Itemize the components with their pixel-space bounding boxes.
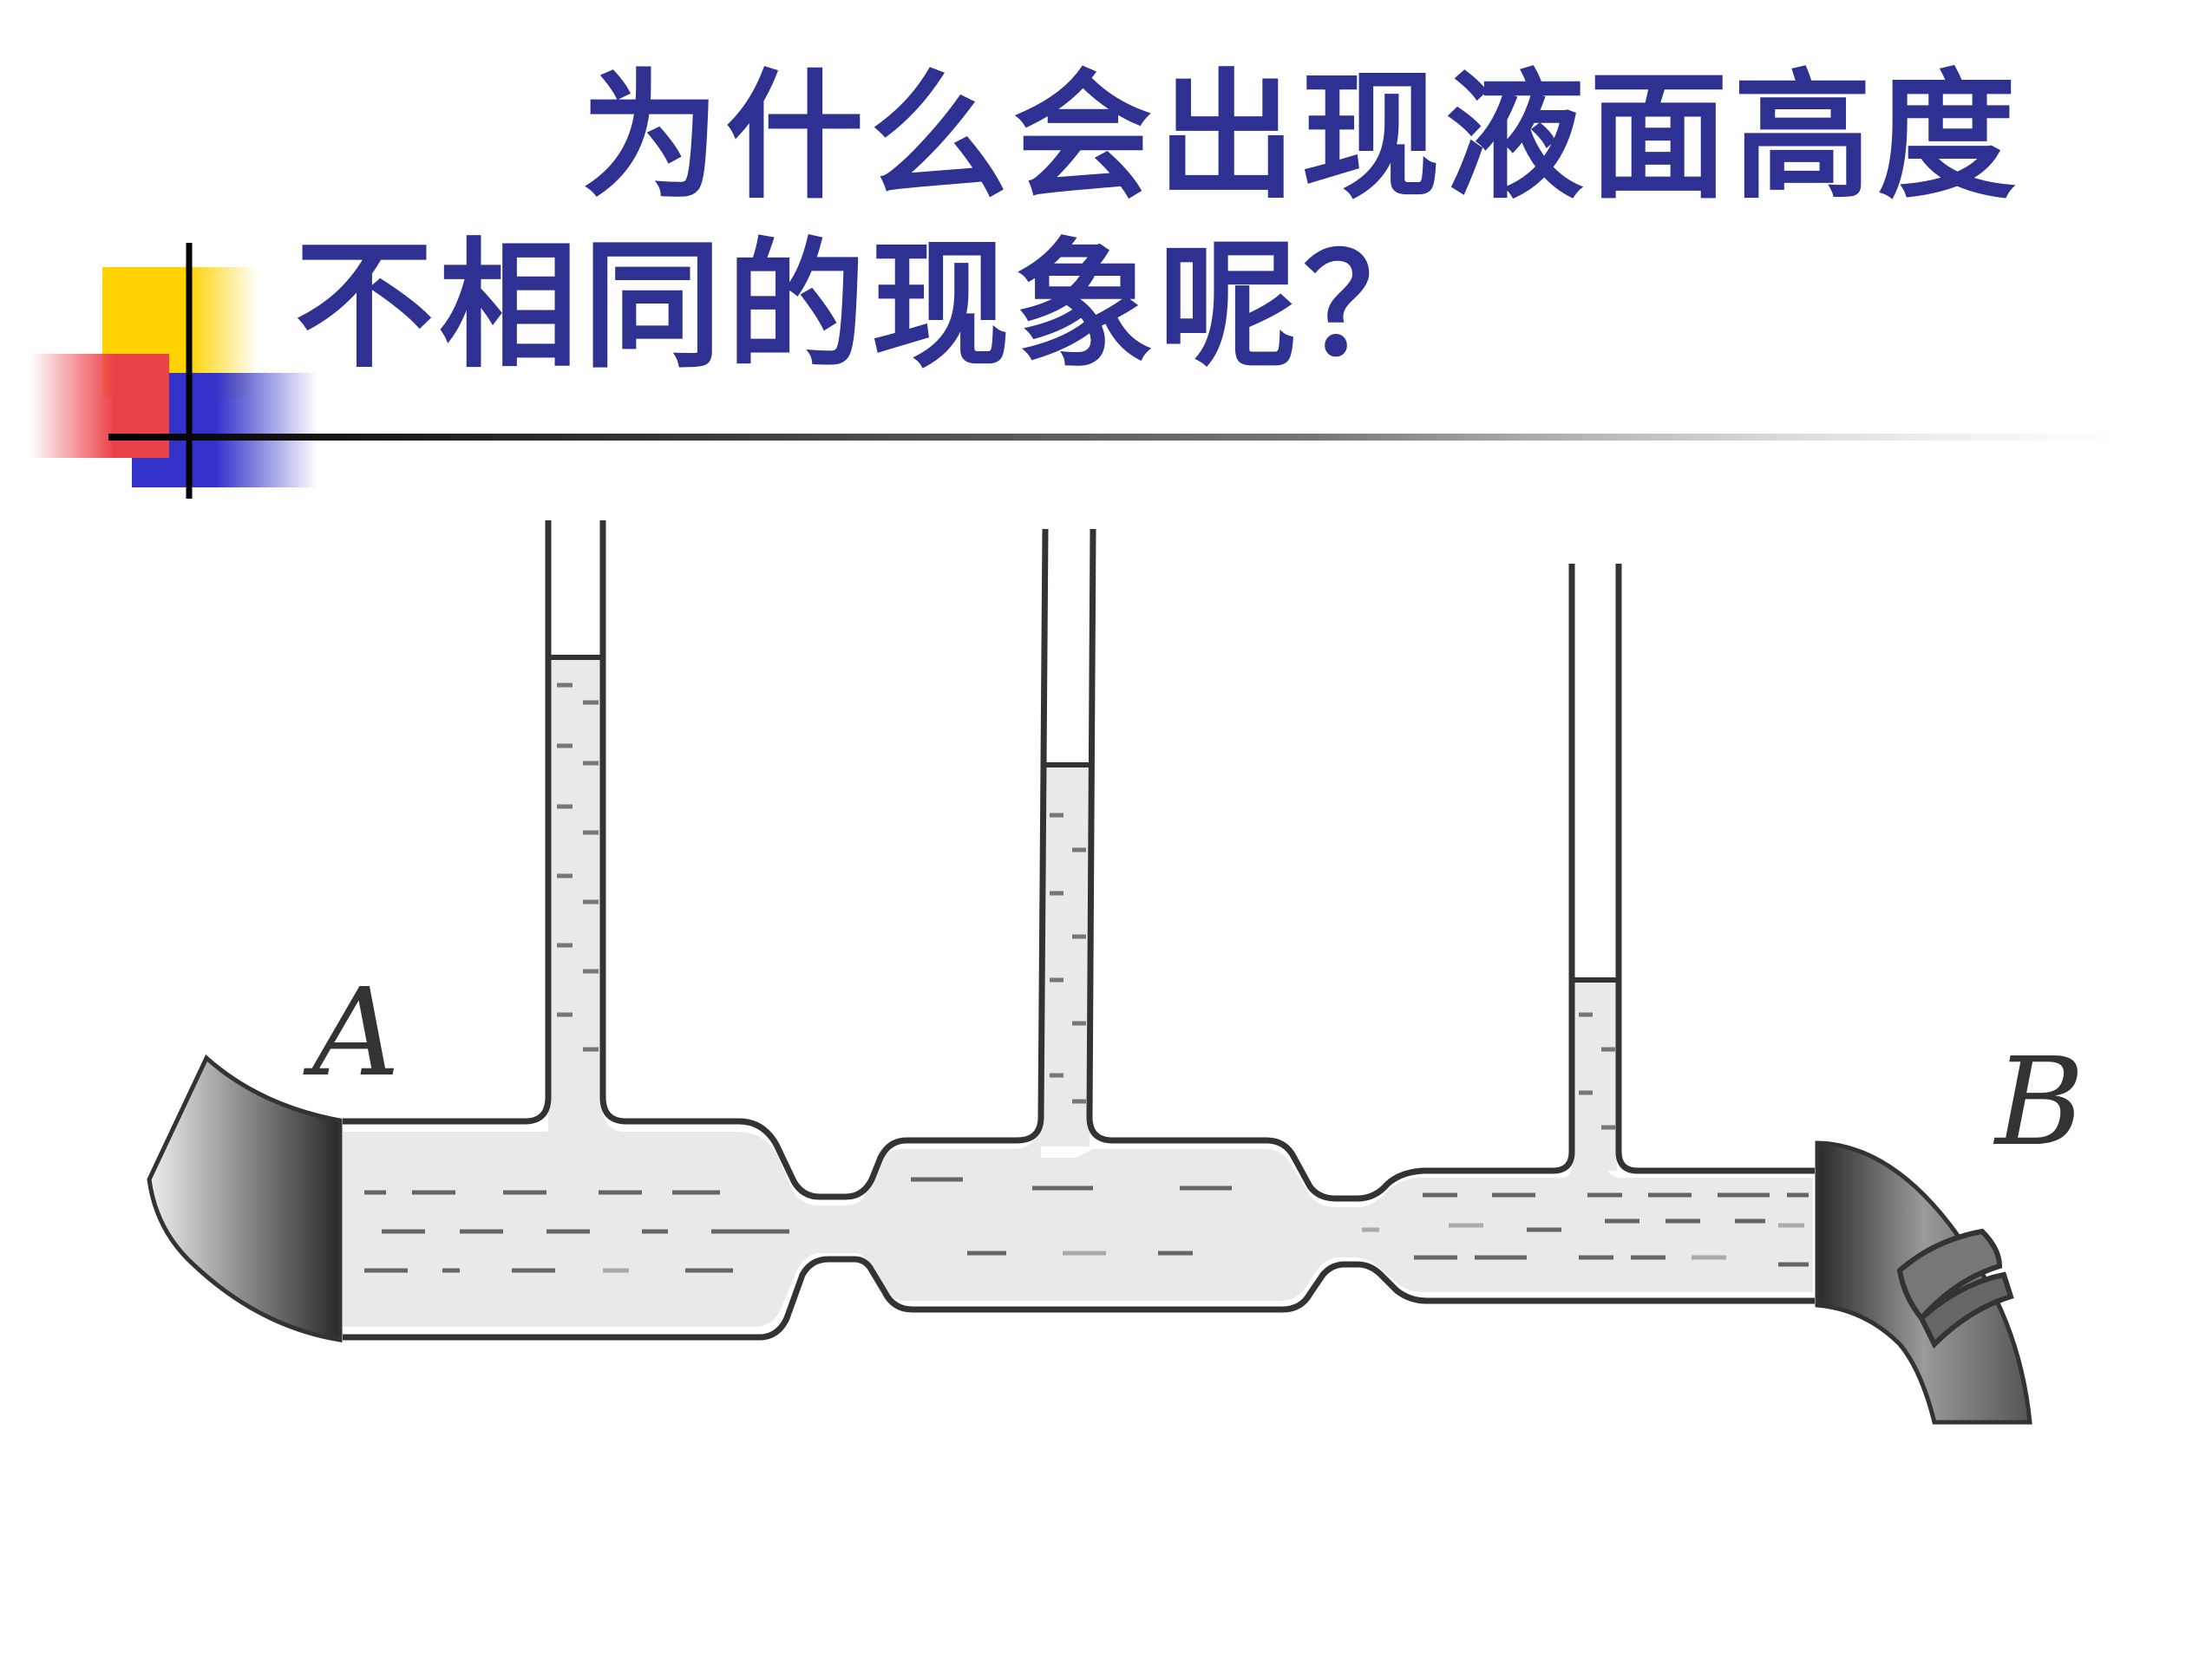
pipe-dashes bbox=[364, 1177, 1809, 1273]
pipe-bottom-outline bbox=[343, 1256, 1815, 1341]
label-a: A bbox=[312, 963, 401, 1104]
venturi-pipe-diagram bbox=[147, 520, 2032, 1425]
tube-3-liquid bbox=[1572, 980, 1617, 1171]
title-line-2: 不相同的现象呢？ bbox=[295, 224, 1448, 387]
outlet-elbow-ring bbox=[1896, 1228, 2003, 1323]
inlet-nozzle-a bbox=[147, 1054, 343, 1342]
label-b: B bbox=[1995, 1032, 2084, 1173]
title-decoration bbox=[30, 243, 2130, 499]
title-line-1: 为什么会出现液面高度 bbox=[581, 55, 2022, 218]
pipe-top-outline bbox=[343, 520, 1815, 1202]
page-title: 为什么会出现液面高度 不相同的现象呢？ bbox=[295, 52, 2160, 390]
tube-dashes bbox=[557, 683, 1615, 1130]
tube-2-liquid bbox=[1041, 765, 1090, 1146]
title-rule bbox=[108, 434, 2130, 441]
